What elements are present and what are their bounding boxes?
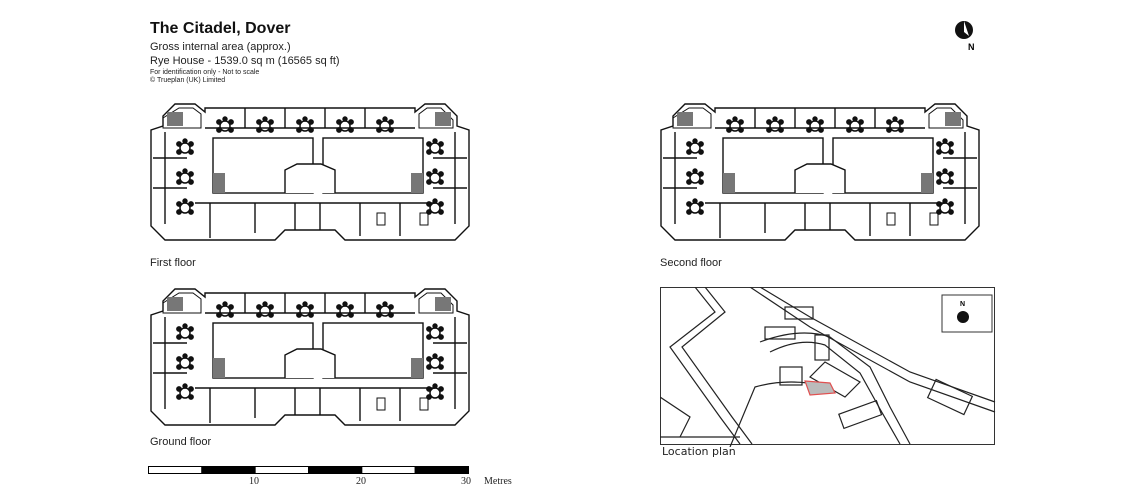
first-floor-label: First floor [150, 257, 196, 269]
north-label: N [968, 42, 975, 52]
scale-unit: Metres [484, 476, 512, 487]
disclaimer: For identification only - Not to scale [150, 69, 260, 76]
area-text: Rye House - 1539.0 sq m (16565 sq ft) [150, 55, 340, 67]
subtitle: Gross internal area (approx.) [150, 41, 291, 53]
location-north-icon [957, 311, 969, 323]
location-plan-label: Location plan [662, 445, 736, 458]
scale-bar [148, 466, 469, 474]
scale-segment [254, 466, 309, 474]
location-plan-map: N [660, 287, 996, 447]
copyright: © Trueplan (UK) Limited [150, 77, 226, 84]
page-title: The Citadel, Dover [150, 20, 291, 37]
scale-segment [201, 466, 256, 474]
subject-property-highlight [804, 380, 836, 396]
ground-floor-plan [145, 283, 477, 433]
scale-tick-10: 10 [249, 476, 259, 487]
scale-tick-20: 20 [356, 476, 366, 487]
location-north-label: N [960, 301, 965, 308]
scale-segment [414, 466, 469, 474]
scale-segment [148, 466, 203, 474]
first-floor-plan [145, 98, 477, 248]
second-floor-plan [655, 98, 987, 248]
scale-segment [308, 466, 363, 474]
scale-segment [361, 466, 416, 474]
north-arrow-icon: N [955, 21, 975, 52]
ground-floor-label: Ground floor [150, 436, 212, 448]
scale-tick-30: 30 [461, 476, 471, 487]
second-floor-label: Second floor [660, 257, 722, 269]
